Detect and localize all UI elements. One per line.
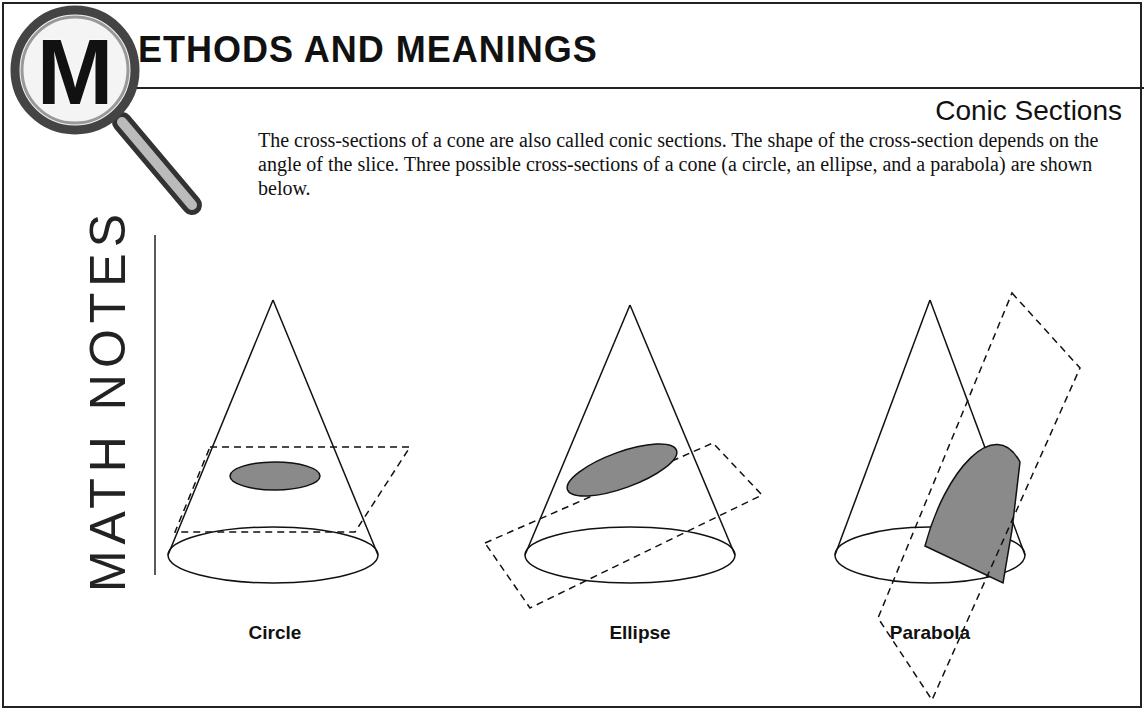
side-rule (154, 235, 156, 575)
cone-label: Circle (249, 622, 302, 644)
heading-rule (132, 87, 1144, 89)
magnifier-letter: M (37, 24, 114, 120)
frame (3, 3, 1141, 707)
note-paragraph: The cross-sections of a cone are also ca… (258, 128, 1108, 200)
magnifier-handle-shine (122, 122, 192, 205)
magnifier-handle (122, 122, 192, 205)
section-title: Conic Sections (935, 95, 1122, 127)
heading: ETHODS AND MEANINGS (138, 30, 598, 70)
magnifier-lens (15, 10, 135, 130)
cone-label: Ellipse (609, 622, 670, 644)
magnifier-rim (22, 17, 128, 123)
side-heading: MATH NOTES (81, 208, 135, 592)
cone-label: Parabola (890, 622, 970, 644)
